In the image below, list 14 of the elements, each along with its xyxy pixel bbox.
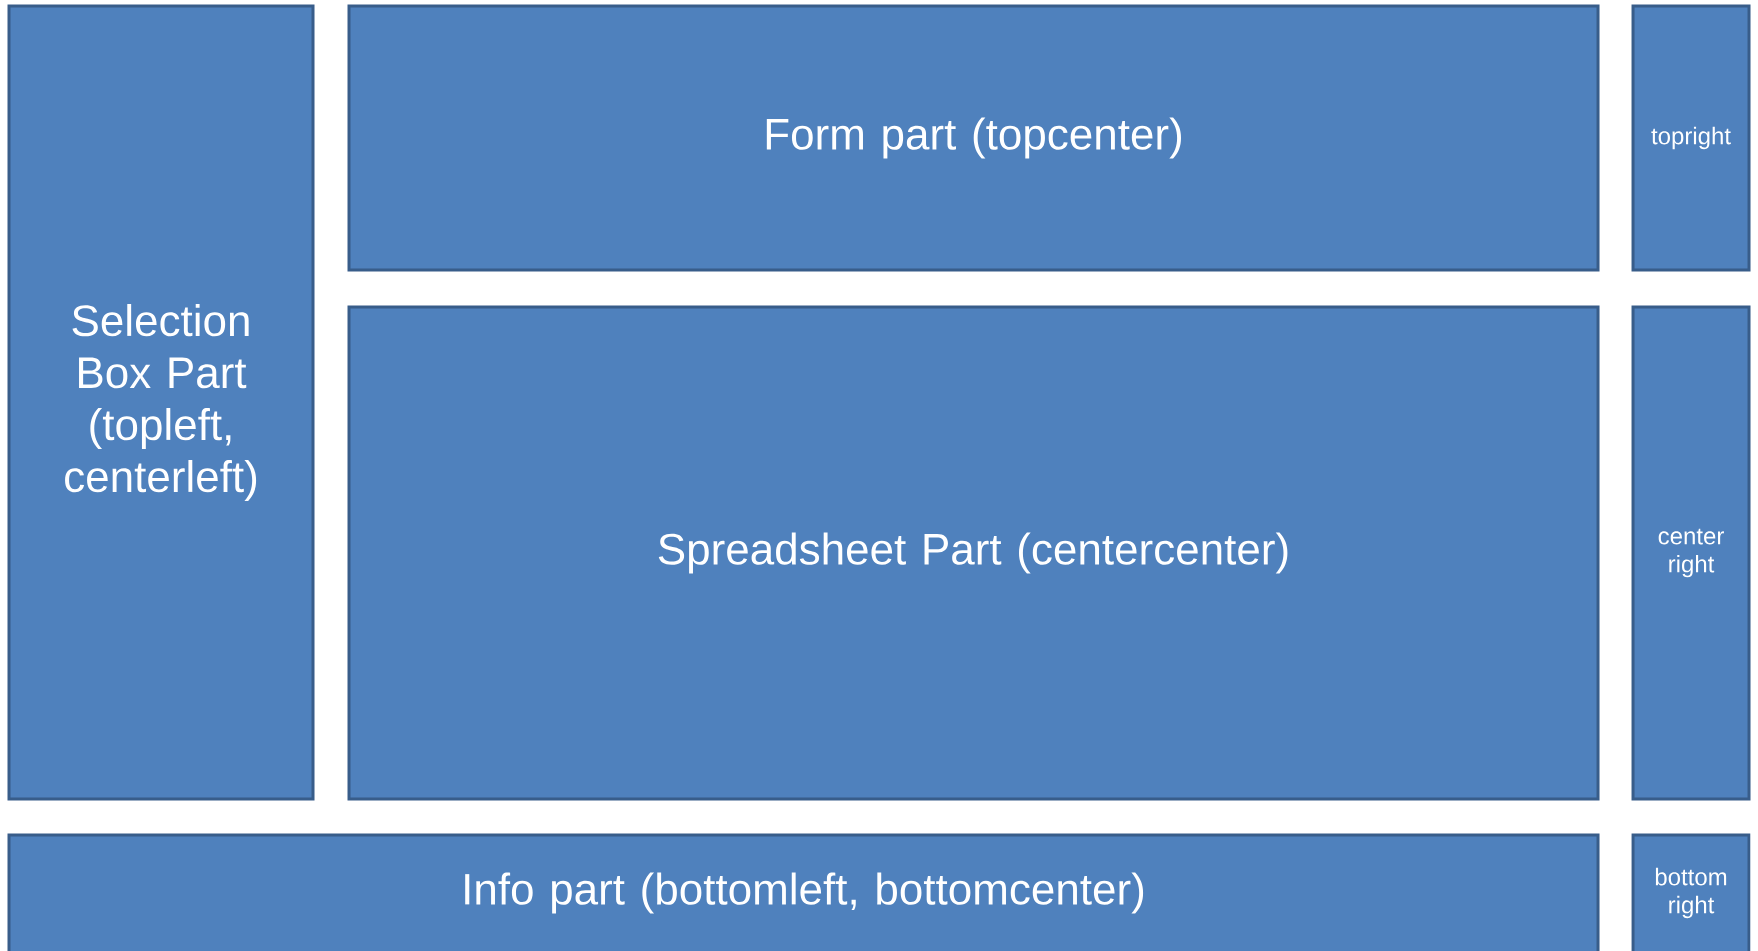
layout-box <box>1631 305 1751 801</box>
layout-box <box>347 305 1600 801</box>
box-label: Spreadsheet Part (centercenter) <box>658 532 1288 574</box>
layout-box <box>347 4 1600 272</box>
box-label: Info part (bottomleft, bottomcenter) <box>465 872 1144 914</box>
layout-box <box>7 833 1600 951</box>
box-label: center right <box>1658 528 1724 578</box>
box-label: Form part (topcenter) <box>766 117 1181 159</box>
layout-box <box>7 4 315 801</box>
layout-box <box>1631 4 1751 272</box>
layout-box <box>1631 833 1751 951</box>
box-label: topright <box>1651 126 1731 150</box>
box-label: bottom right <box>1655 867 1727 919</box>
box-label: Selection Box Part (topleft, centerleft) <box>65 304 257 501</box>
